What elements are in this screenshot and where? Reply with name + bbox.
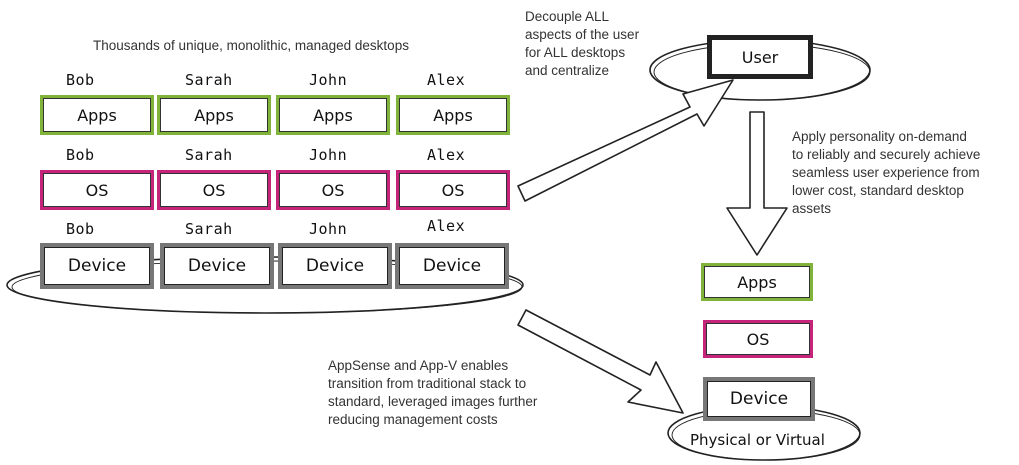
apps-user-bob: Bob [66, 71, 95, 89]
appsense-note: AppSense and App-V enables transition fr… [328, 357, 537, 429]
device-box-bob: Device [40, 243, 154, 289]
apps-user-alex: Alex [427, 71, 466, 89]
os-box-sarah: OS [157, 170, 271, 210]
left-caption: Thousands of unique, monolithic, managed… [93, 38, 409, 53]
os-box-bob: OS [40, 170, 154, 210]
os-box-alex: OS [396, 170, 510, 210]
user-box: User [707, 35, 813, 79]
decouple-line-2: aspects of the user [525, 27, 640, 42]
apps-box-alex: Apps [396, 95, 510, 135]
decouple-line-3: for ALL desktops [525, 45, 626, 60]
device-user-bob: Bob [66, 220, 95, 238]
arrow-to-user [517, 79, 734, 202]
right-apps-box: Apps [701, 263, 813, 301]
os-user-bob: Bob [66, 146, 95, 164]
personality-line-2: to reliably and securely achieve [792, 147, 981, 162]
arrow-down-from-user [726, 111, 788, 256]
apps-user-john: John [309, 71, 348, 89]
device-box-sarah: Device [160, 243, 274, 289]
os-user-john: John [309, 146, 348, 164]
appsense-line-4: reducing management costs [328, 412, 498, 427]
device-box-alex: Device [395, 243, 509, 289]
os-user-alex: Alex [427, 146, 466, 164]
personality-line-1: Apply personality on-demand [792, 129, 967, 144]
device-box-john: Device [278, 243, 392, 289]
personality-line-5: assets [792, 201, 832, 216]
right-os-box: OS [703, 320, 813, 358]
apps-box-bob: Apps [40, 95, 154, 135]
decouple-note: Decouple ALL aspects of the user for ALL… [525, 8, 639, 80]
device-user-sarah: Sarah [185, 220, 233, 238]
decouple-line-4: and centralize [525, 63, 610, 78]
personality-line-4: lower cost, standard desktop [792, 183, 964, 198]
appsense-line-2: transition from traditional stack to [328, 376, 527, 391]
personality-note: Apply personality on-demand to reliably … [792, 128, 980, 218]
apps-user-sarah: Sarah [185, 71, 233, 89]
device-user-john: John [309, 220, 348, 238]
os-box-john: OS [276, 170, 390, 210]
apps-box-sarah: Apps [157, 95, 271, 135]
right-device-box: Device [703, 377, 815, 421]
os-user-sarah: Sarah [185, 146, 233, 164]
apps-box-john: Apps [276, 95, 390, 135]
appsense-line-1: AppSense and App-V enables [328, 358, 509, 373]
device-user-alex: Alex [427, 217, 466, 235]
decouple-line-1: Decouple ALL [525, 9, 610, 24]
appsense-line-3: standard, leveraged images further [328, 394, 538, 409]
personality-line-3: seamless user experience from [792, 165, 980, 180]
arrow-to-platform [517, 309, 684, 414]
platform-label: Physical or Virtual [690, 431, 825, 449]
